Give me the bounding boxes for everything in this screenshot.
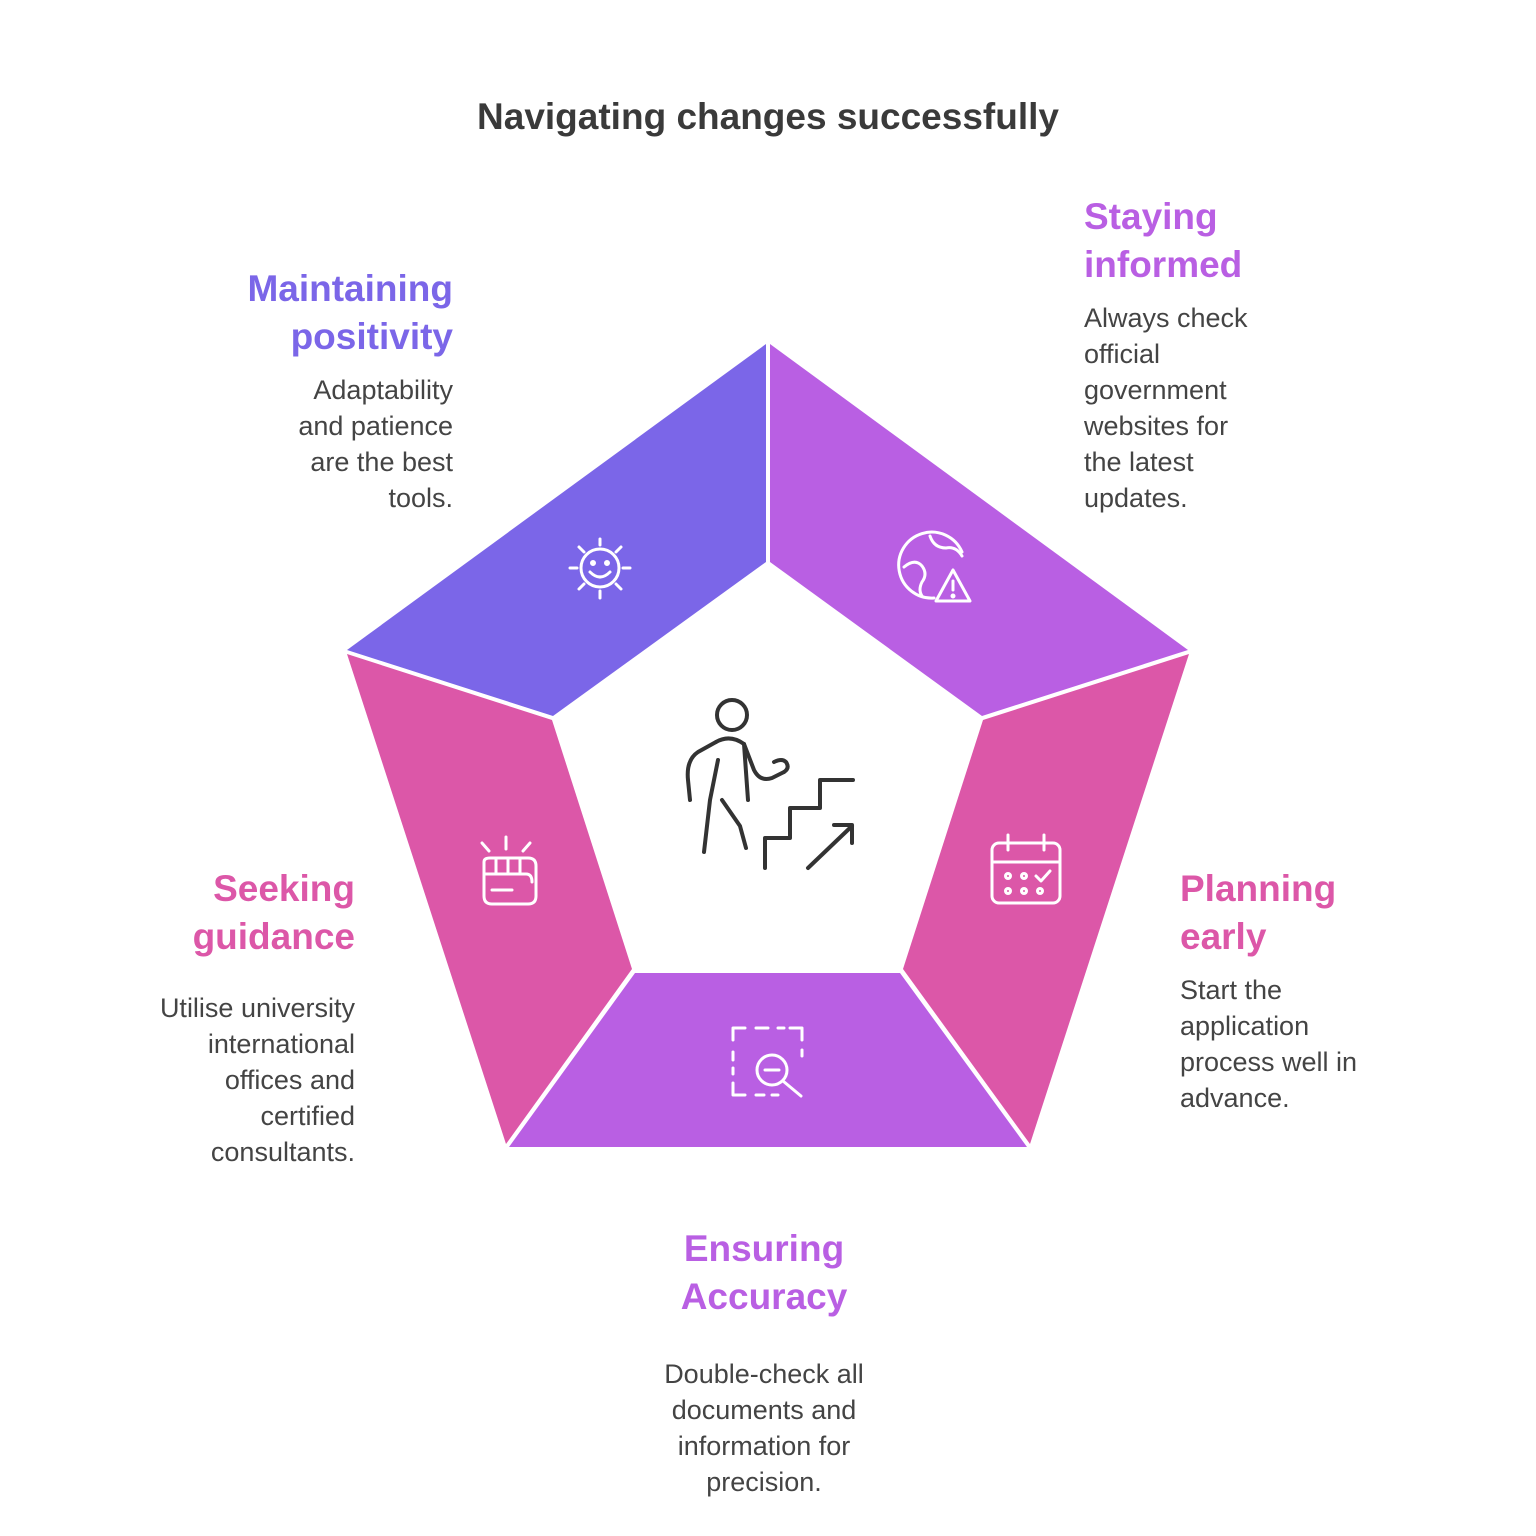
heading-line: early [1180, 916, 1267, 957]
body-line: consultants. [210, 1137, 355, 1167]
body-line: international [207, 1029, 355, 1059]
zoom-out-frame-icon [731, 1026, 804, 1098]
text-staying-informed: Always check official government website… [1084, 300, 1404, 516]
body-line: tools. [388, 483, 453, 513]
segment-seeking-guidance [347, 654, 632, 1144]
body-line: updates. [1084, 483, 1188, 513]
heading-line: Ensuring [683, 1228, 845, 1269]
segment-maintaining-positivity [347, 344, 766, 716]
fist-bump-icon [480, 835, 538, 906]
body-line: offices and [224, 1065, 355, 1095]
body-line: application [1180, 1011, 1310, 1041]
heading-line: guidance [192, 916, 355, 957]
body-line: Adaptability [313, 375, 453, 405]
heading-line: positivity [290, 316, 453, 357]
heading-planning-early: Planning early [1180, 865, 1500, 961]
heading-ensuring-accuracy: Ensuring Accuracy [564, 1225, 964, 1321]
text-ensuring-accuracy: Double-check all documents and informati… [564, 1356, 964, 1500]
body-line: and patience [298, 411, 453, 441]
sun-smile-icon [568, 537, 632, 600]
globe-warning-icon [897, 530, 972, 603]
body-line: official [1084, 339, 1161, 369]
text-planning-early: Start the application process well in ad… [1180, 972, 1500, 1116]
body-line: are the best [310, 447, 453, 477]
heading-line: Planning [1180, 868, 1337, 909]
segment-staying-informed [770, 344, 1188, 716]
heading-line: Accuracy [680, 1276, 848, 1317]
heading-seeking-guidance: Seeking guidance [55, 865, 355, 961]
segment-ensuring-accuracy [509, 973, 1027, 1147]
body-line: process well in [1180, 1047, 1358, 1077]
text-seeking-guidance: Utilise university international offices… [55, 990, 355, 1170]
body-line: certified [260, 1101, 355, 1131]
body-line: websites for [1084, 411, 1229, 441]
heading-line: Seeking [213, 868, 355, 909]
body-line: Start the [1180, 975, 1283, 1005]
body-line: Double-check all [664, 1359, 864, 1389]
body-line: information for [677, 1431, 851, 1461]
calendar-check-icon [990, 833, 1062, 905]
heading-line: Staying [1084, 196, 1218, 237]
body-line: advance. [1180, 1083, 1290, 1113]
body-line: Always check [1084, 303, 1248, 333]
heading-line: Maintaining [247, 268, 453, 309]
person-climbing-stairs-icon [685, 698, 855, 870]
heading-maintaining-positivity: Maintaining positivity [153, 265, 453, 361]
body-line: Utilise university [159, 993, 355, 1023]
heading-line: informed [1084, 244, 1243, 285]
heading-staying-informed: Staying informed [1084, 193, 1404, 289]
body-line: the latest [1084, 447, 1194, 477]
body-line: precision. [706, 1467, 822, 1497]
text-maintaining-positivity: Adaptability and patience are the best t… [153, 372, 453, 516]
segment-planning-early [903, 654, 1189, 1144]
diagram-title: Navigating changes successfully [477, 96, 1059, 137]
body-line: government [1084, 375, 1227, 405]
body-line: documents and [671, 1395, 857, 1425]
